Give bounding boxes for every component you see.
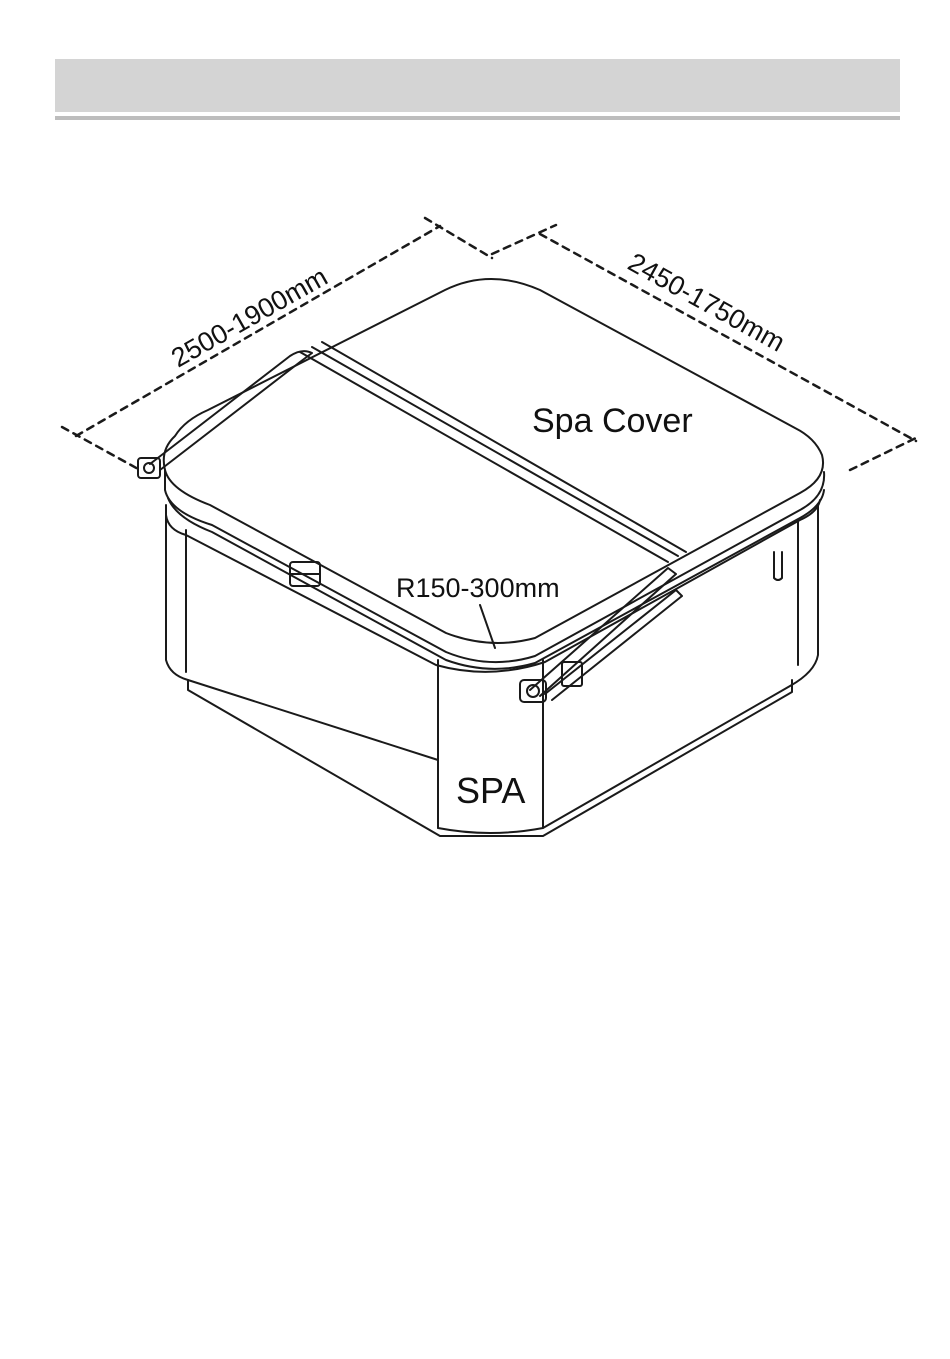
spa-label: SPA	[456, 770, 525, 811]
cover-fold-seam	[300, 352, 668, 562]
radius-label: R150-300mm	[396, 573, 560, 603]
spa-cover-edge	[165, 470, 824, 662]
extension-line-top-left	[425, 218, 492, 258]
lifter-front-arm-2	[545, 590, 682, 700]
lifter-back-pivot-icon	[144, 463, 154, 473]
cover-side-handle-icon	[774, 552, 782, 580]
extension-line-right-outer	[850, 436, 920, 470]
spa-right-face	[543, 505, 818, 828]
dimension-label-right: 2450-1750mm	[623, 247, 790, 358]
extension-line-left-outer	[62, 427, 140, 470]
spa-cover-label: Spa Cover	[532, 402, 693, 440]
extension-line-top-right	[492, 225, 556, 254]
cover-fold-seam-2	[312, 347, 678, 556]
spa-cover	[164, 279, 824, 669]
spa-base-skirt	[188, 680, 792, 836]
dimension-line-left	[76, 226, 440, 436]
cover-fold-seam-3	[322, 342, 686, 552]
lifter-back-bracket	[138, 458, 160, 478]
